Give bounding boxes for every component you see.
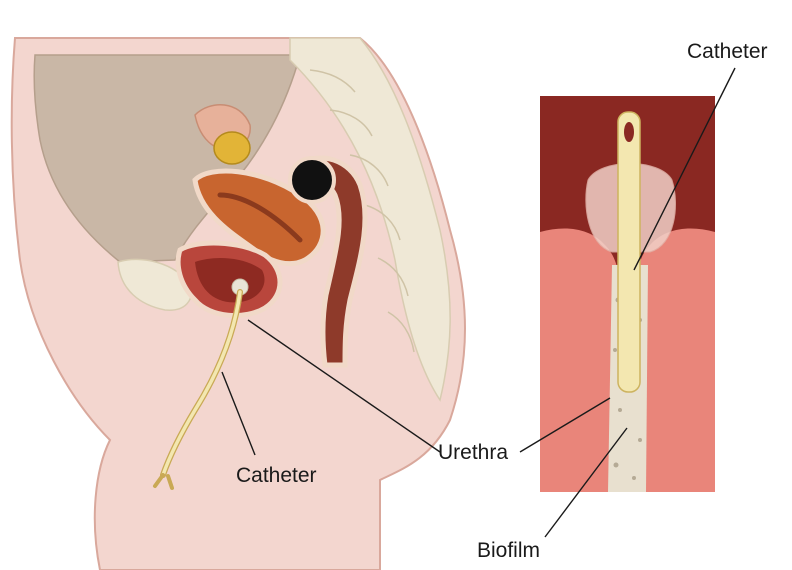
inset-panel xyxy=(540,96,715,492)
label-urethra: Urethra xyxy=(438,441,508,465)
label-catheter-inset: Catheter xyxy=(687,40,768,64)
label-catheter-main: Catheter xyxy=(236,464,317,488)
catheter-eyelet xyxy=(624,122,634,142)
pelvis-cross-section xyxy=(12,38,465,570)
inset-catheter xyxy=(618,112,640,392)
label-biofilm: Biofilm xyxy=(477,539,540,563)
rectum-lumen xyxy=(290,158,334,202)
